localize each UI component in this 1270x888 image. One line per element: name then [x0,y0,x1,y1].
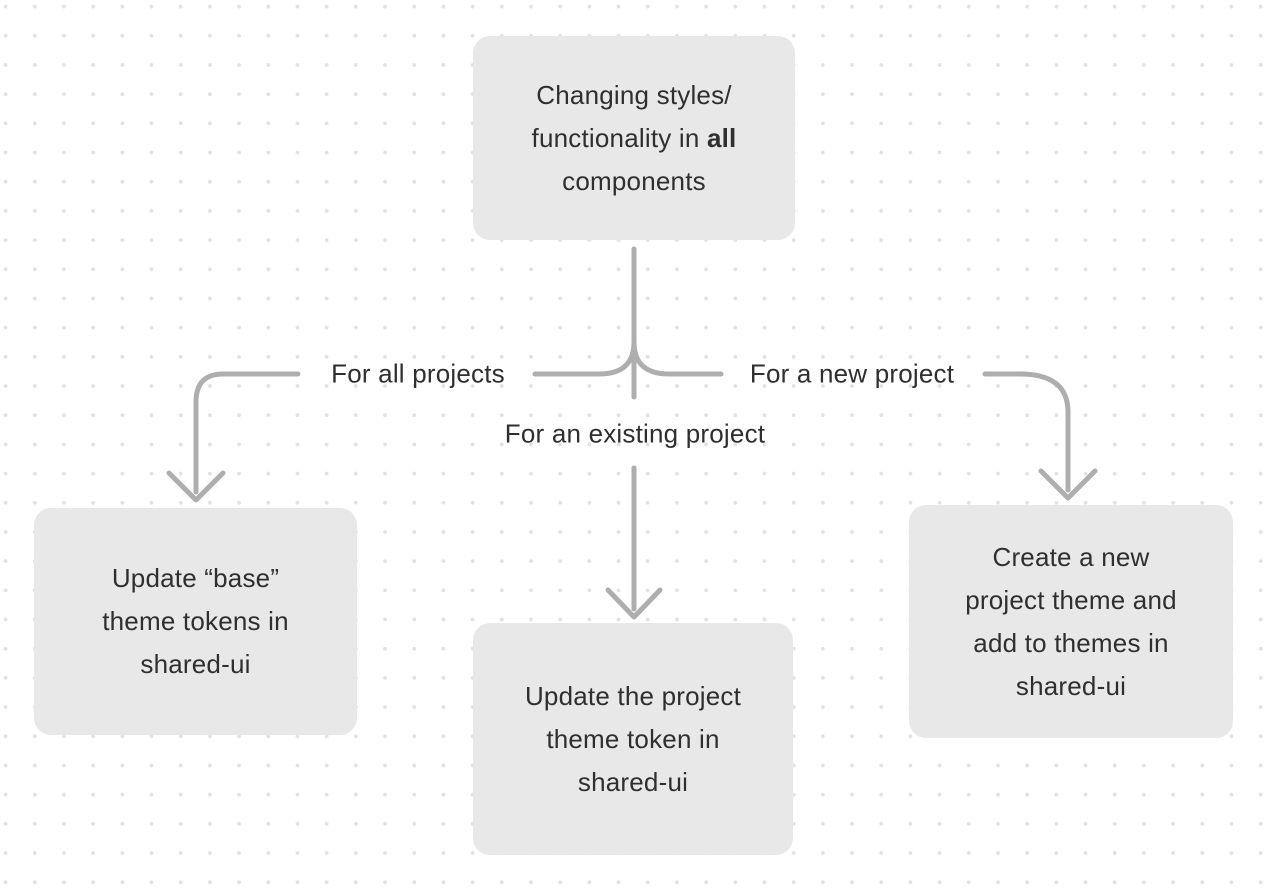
connector-right-elbow [982,371,1071,493]
node-text-line: Update the project [524,680,742,711]
node-text-line: add to themes in [973,627,1169,658]
arrowhead-down-right-icon [1038,468,1098,501]
node-text-line: shared-ui [140,649,251,679]
arrowhead-down-center-icon [605,587,663,620]
edge-label-for-new-project: For a new project [749,358,955,389]
node-text-line: Changing styles/ [536,79,732,110]
node-text-line: theme tokens in [102,606,289,636]
node-text-line: shared-ui [1015,670,1127,701]
node-text-line: Update “base” [111,563,280,593]
edge-label-for-all-projects: For all projects [331,358,505,389]
node-text-line: components [562,165,706,196]
arrowhead-down-left-icon [166,470,226,503]
node-update-project-token: Update the project theme token in shared-u… [473,623,793,855]
node-text-line: Create a new [992,541,1150,572]
connector-left-branch [532,339,637,377]
connector-left-elbow [193,371,301,495]
edge-label-for-existing-project: For an existing project [504,418,766,449]
node-text-line: shared-ui [577,766,689,797]
node-create-project-theme: Create a new project theme and add to them… [909,505,1233,738]
node-text-line: project theme and [965,584,1177,615]
node-text-line: theme token in [546,723,720,754]
connector-right-branch [631,339,724,377]
node-changing-styles: Changing styles/functionality in all comp… [473,36,795,240]
node-update-base-tokens: Update “base” theme tokens in shared-ui [34,508,357,735]
node-text-line: functionality in all [531,122,737,153]
